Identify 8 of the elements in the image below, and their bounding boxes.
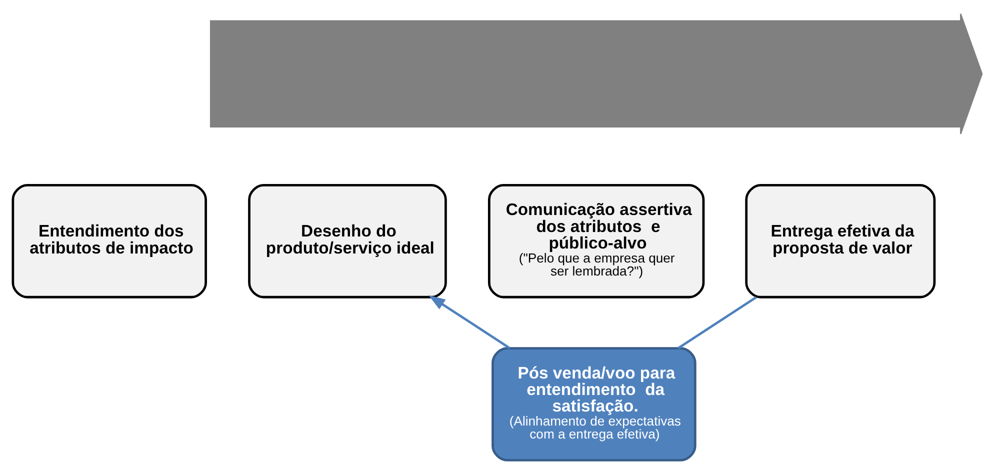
arrow [428, 294, 510, 349]
node-box: Pós venda/voo para entendimento da satisfação. (Alinhamento de expectativas com a entrega efetiva) [492, 346, 696, 461]
node-arrow [210, 12, 983, 134]
node-box: Desenho do produto/serviço ideal [248, 184, 447, 298]
node-box: Entendimento dos atributos de impacto [12, 184, 207, 298]
node-box: Comunicação assertiva dos atributos e público-alvo ("Pelo que a empresa quer ser lembrada?") [488, 184, 705, 298]
connector [677, 296, 757, 349]
node-box: Entrega efetiva da proposta de valor [745, 184, 936, 298]
